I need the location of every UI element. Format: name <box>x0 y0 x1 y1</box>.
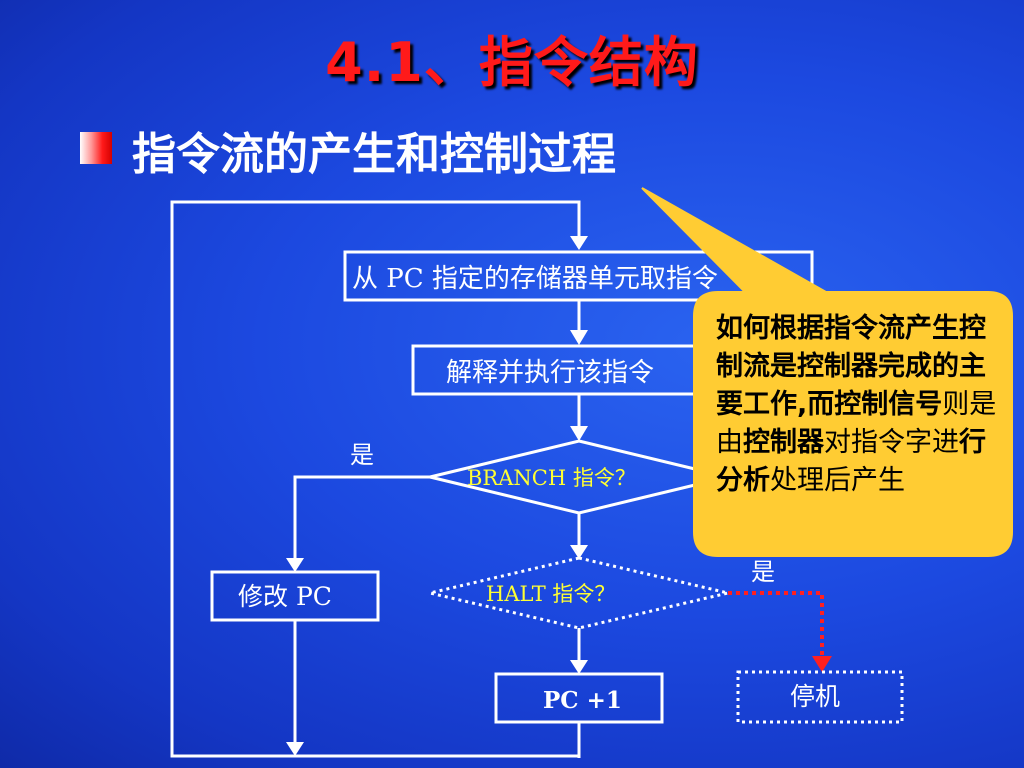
page-title: 4.1、指令结构 <box>325 31 699 94</box>
arrow-to-fetch <box>570 236 588 250</box>
pc-inc-label: PC +1 <box>543 687 622 714</box>
callout-bold-2: 而控制信号 <box>807 389 943 420</box>
arrow-to-stop <box>812 656 832 672</box>
arrow-to-pc-inc <box>570 660 588 674</box>
arrow-to-branch <box>570 426 588 441</box>
arrow-to-modify-pc <box>286 558 304 572</box>
halt-yes-line <box>728 591 824 660</box>
halt-yes-label: 是 <box>751 558 775 586</box>
callout-bubble <box>641 187 1013 557</box>
pc-inc-box <box>494 672 664 724</box>
fetch-label: 从 PC 指定的存储器单元取指令 <box>352 264 718 294</box>
callout-normal-1: 则是由 <box>716 389 997 458</box>
callout-text: 如何根据指令流产生控制流是控制器完成的主要工作,而控制信号则是由控制器对指令字进… <box>716 310 1000 500</box>
callout-bold-1: 如何根据指令流产生控制流是控制器完成的主要工作, <box>716 313 986 420</box>
callout-bold-3: 控制器 <box>743 427 824 458</box>
callout-normal-3: 处理后产生 <box>770 465 905 496</box>
halt-label: HALT 指令？ <box>486 582 615 606</box>
branch-label: BRANCH 指令？ <box>467 466 636 490</box>
loop-line <box>170 200 581 758</box>
square-bullet-icon <box>80 132 112 164</box>
arrow-to-decode <box>570 330 588 345</box>
branch-yes-label: 是 <box>350 441 374 469</box>
callout-bold-4: 行分析 <box>716 427 986 496</box>
subtitle: 指令流的产生和控制过程 <box>132 129 616 180</box>
stop-box <box>736 670 904 724</box>
callout-normal-2: 对指令字进 <box>824 427 959 458</box>
arrow-modify-pc-down <box>286 742 304 756</box>
stop-label: 停机 <box>790 682 840 711</box>
modify-pc-label: 修改 PC <box>238 582 332 611</box>
decode-label: 解释并执行该指令 <box>446 358 654 388</box>
arrow-to-halt <box>570 545 588 559</box>
